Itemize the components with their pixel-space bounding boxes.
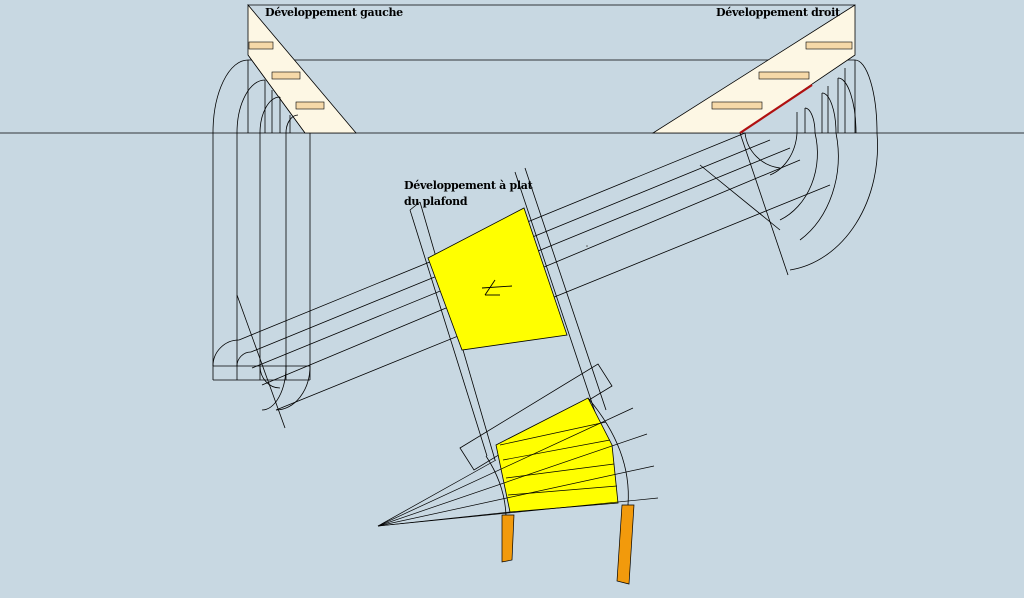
right-returns	[699, 132, 878, 276]
left-development-label: Développement gauche	[265, 6, 403, 19]
right-arcs	[796, 59, 878, 134]
tread-left-1	[248, 41, 274, 50]
ceiling-panel	[427, 207, 568, 351]
lower-block	[459, 363, 613, 471]
tread-right-3	[711, 101, 763, 110]
stringer-right	[616, 504, 635, 585]
tread-left-3	[295, 101, 325, 110]
flat-ceiling-label: Développement à plat du plafond	[404, 178, 533, 210]
accent-edge	[739, 84, 813, 134]
flat-ceiling-label-line1: Développement à plat	[404, 179, 533, 192]
winder-fan-fill	[495, 397, 619, 513]
left-development-panel	[247, 3, 357, 134]
top-frame	[248, 4, 855, 61]
tread-left-2	[271, 71, 301, 80]
left-plan	[212, 133, 311, 429]
stray-dot	[586, 245, 588, 247]
winder-rays	[377, 407, 659, 527]
ceiling-mark	[481, 279, 513, 296]
right-development-label: Développement droit	[716, 6, 840, 19]
left-arcs	[212, 59, 299, 134]
stringer-left	[501, 514, 515, 563]
flat-ceiling-label-line2: du plafond	[404, 195, 468, 208]
tread-right-2	[758, 71, 810, 80]
tread-right-1	[805, 41, 853, 50]
flat-ceiling-band	[409, 167, 607, 461]
right-development-panel	[651, 4, 856, 134]
bottom-curves	[485, 397, 629, 517]
